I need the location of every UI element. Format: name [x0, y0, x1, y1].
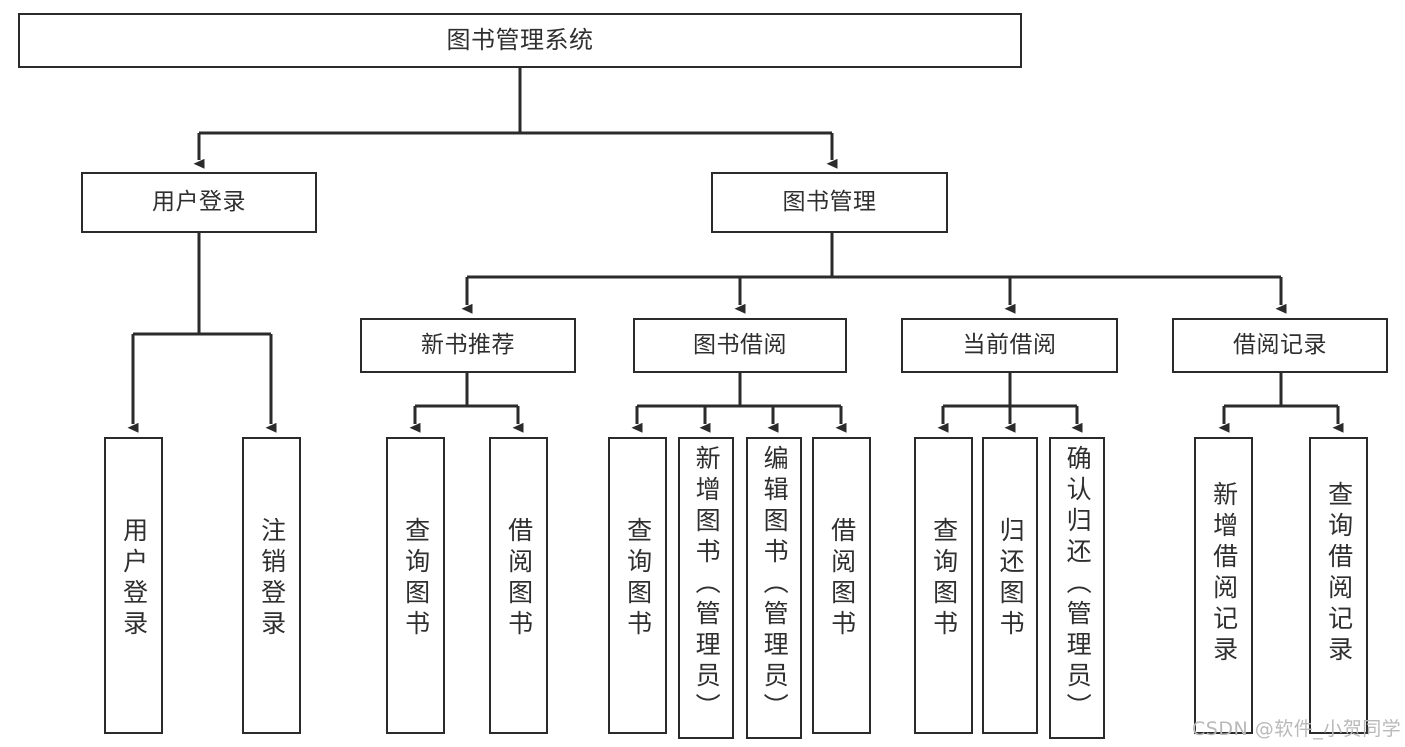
node-book-borrow-label: 图书借阅: [693, 332, 787, 359]
node-current-borrow-label: 当前借阅: [962, 332, 1057, 359]
leaf-record-query-record[interactable]: 查询借阅记录: [1309, 437, 1368, 734]
leaf-borrow-query-book[interactable]: 查询图书: [608, 437, 667, 734]
node-root-label: 图书管理系统: [446, 25, 594, 54]
leaf-user-login-logout-label: 注销登录: [257, 517, 287, 641]
leaf-recommend-query-book-label: 查询图书: [401, 517, 431, 641]
leaf-current-query-book[interactable]: 查询图书: [914, 437, 973, 734]
leaf-record-add-record-label: 新增借阅记录: [1209, 481, 1239, 667]
leaf-borrow-query-book-label: 查询图书: [623, 517, 653, 641]
node-new-book-recommend[interactable]: 新书推荐: [360, 318, 576, 373]
leaf-current-confirm-return-label: 确认归还（管理员）: [1063, 445, 1093, 724]
node-user-login[interactable]: 用户登录: [81, 172, 317, 233]
leaf-user-login-logout[interactable]: 注销登录: [242, 437, 301, 734]
node-book-management-label: 图书管理: [782, 189, 877, 216]
leaf-recommend-query-book[interactable]: 查询图书: [386, 437, 445, 734]
leaf-record-query-record-label: 查询借阅记录: [1324, 481, 1354, 667]
leaf-record-add-record[interactable]: 新增借阅记录: [1194, 437, 1253, 734]
leaf-borrow-edit-book-label: 编辑图书（管理员）: [760, 445, 790, 724]
leaf-current-confirm-return[interactable]: 确认归还（管理员）: [1049, 437, 1105, 739]
leaf-current-return-book-label: 归还图书: [996, 517, 1026, 641]
leaf-borrow-add-book[interactable]: 新增图书（管理员）: [678, 437, 734, 739]
leaf-recommend-borrow-book-label: 借阅图书: [504, 517, 534, 641]
node-current-borrow[interactable]: 当前借阅: [901, 318, 1118, 373]
node-new-book-recommend-label: 新书推荐: [421, 332, 515, 359]
node-book-borrow[interactable]: 图书借阅: [633, 318, 847, 373]
node-user-login-label: 用户登录: [152, 189, 246, 216]
leaf-borrow-borrow-book-label: 借阅图书: [827, 517, 857, 641]
node-borrow-record[interactable]: 借阅记录: [1172, 318, 1388, 373]
leaf-user-login-login-label: 用户登录: [119, 517, 149, 641]
leaf-recommend-borrow-book[interactable]: 借阅图书: [489, 437, 548, 734]
leaf-borrow-add-book-label: 新增图书（管理员）: [692, 445, 722, 724]
leaf-current-query-book-label: 查询图书: [929, 517, 959, 641]
leaf-borrow-edit-book[interactable]: 编辑图书（管理员）: [746, 437, 802, 739]
leaf-current-return-book[interactable]: 归还图书: [982, 437, 1038, 734]
csdn-watermark: CSDN @软件_小贺同学: [1192, 718, 1402, 740]
node-root[interactable]: 图书管理系统: [18, 13, 1022, 68]
node-borrow-record-label: 借阅记录: [1233, 332, 1327, 359]
node-book-management[interactable]: 图书管理: [711, 172, 948, 233]
leaf-user-login-login[interactable]: 用户登录: [104, 437, 163, 734]
leaf-borrow-borrow-book[interactable]: 借阅图书: [812, 437, 871, 734]
